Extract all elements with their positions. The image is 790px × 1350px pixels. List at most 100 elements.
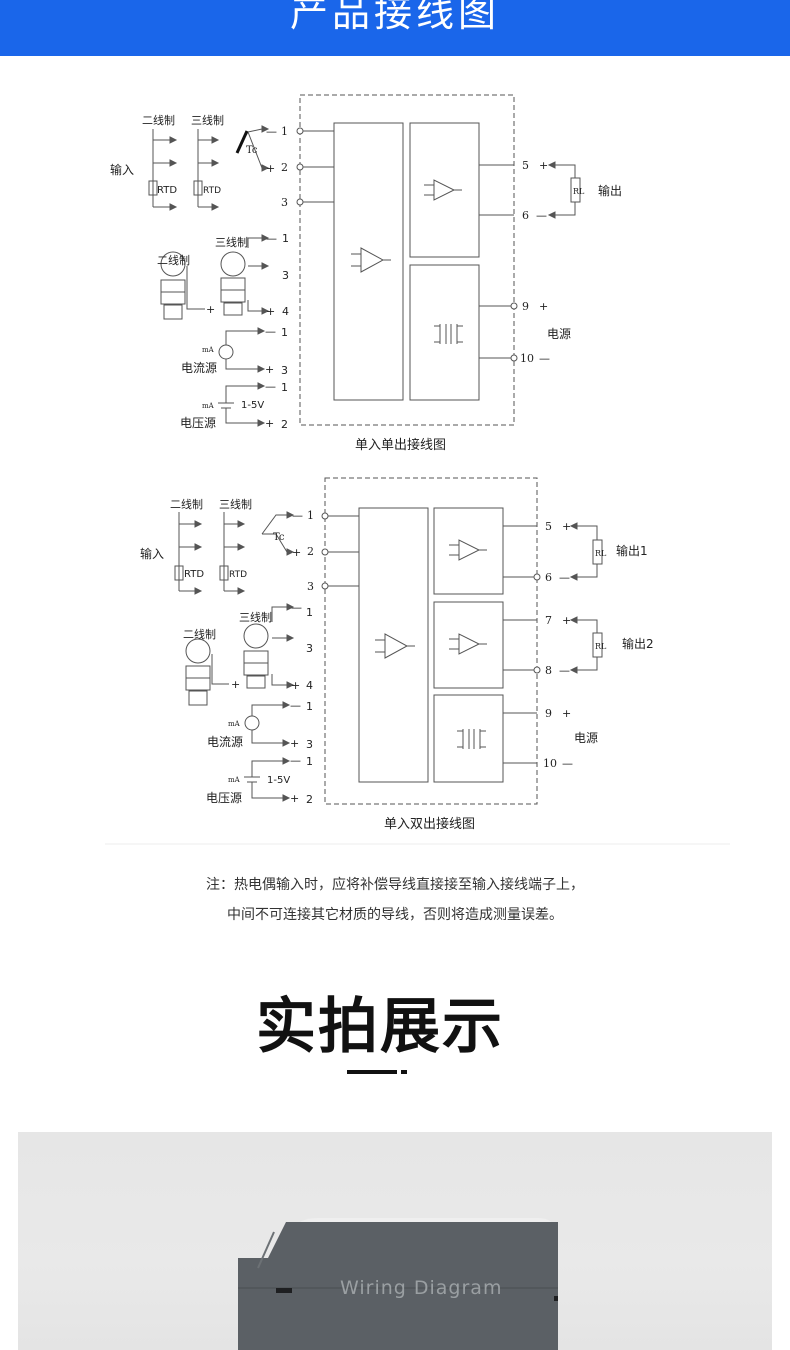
d1-volt-plus: + — [265, 417, 274, 430]
d2-out2-minus: — — [559, 664, 570, 677]
d2-tx-minus: — — [291, 601, 302, 614]
note-line-2: 中间不可连接其它材质的导线，否则将造成测量误差。 — [227, 907, 563, 923]
d2-three-wire-label: 三线制 — [219, 497, 252, 511]
d1-cur-minus: — — [265, 325, 276, 338]
d1-tx-three-wire: 三线制 — [215, 235, 248, 249]
d2-term-cur-1: 1 — [306, 700, 313, 713]
d2-plus-2: + — [292, 546, 301, 559]
d1-tx-minus: — — [266, 232, 277, 245]
d1-two-wire-label: 二线制 — [142, 113, 175, 127]
page-title: 产品接线图 — [289, 0, 500, 35]
d1-minus-1: — — [266, 125, 277, 138]
d1-amp-main — [360, 247, 385, 273]
d1-tx-plus-b: + — [266, 305, 275, 318]
d2-transmitter-3wire — [243, 603, 295, 689]
d2-cur-minus: — — [290, 699, 301, 712]
d2-voltage-source-label: 电压源 — [206, 791, 242, 805]
d2-ma-label-b: mA — [228, 776, 241, 784]
d1-transformer — [439, 324, 458, 344]
d2-rl1-label: RL — [595, 549, 607, 558]
d2-caption: 单入双出接线图 — [384, 816, 475, 832]
d2-tx-two-wire: 二线制 — [183, 627, 216, 641]
d1-term-cur-1: 1 — [281, 326, 288, 339]
d1-pwr-plus: + — [539, 300, 548, 313]
module-label: Wiring Diagram — [340, 1277, 503, 1299]
d2-term-in-2: 2 — [307, 545, 314, 558]
d2-transmitter-2wire — [185, 638, 229, 706]
d1-tx-plus-a: + — [206, 303, 215, 316]
d2-pwr-minus: — — [562, 757, 573, 770]
d2-voltage-range: 1-5V — [267, 775, 290, 786]
d2-term-out-7: 7 — [545, 614, 552, 627]
d2-output1-block — [433, 507, 504, 595]
d1-transmitter-3wire — [220, 234, 270, 316]
d1-enclosure — [299, 94, 515, 426]
d1-term-in-2: 2 — [281, 161, 288, 174]
d1-rtd-label-b: RTD — [203, 186, 221, 196]
wiring-diagram-svg: 输入 二线制 三线制 RTD RTD Tc — 1 + 2 3 5 + 6 — … — [105, 94, 730, 845]
d1-term-tx-3: 3 — [282, 269, 289, 282]
isolator-module: Wiring Diagram — [238, 1218, 578, 1350]
d2-out1-plus: + — [562, 520, 571, 533]
d2-tc-label: Tc — [273, 532, 285, 543]
d1-voltage-range: 1-5V — [241, 400, 264, 411]
d1-term-out-6: 6 — [522, 209, 529, 222]
d1-current-source-symbol — [218, 344, 234, 360]
d1-output-block — [409, 122, 480, 258]
d2-rtd-label-b: RTD — [229, 570, 247, 580]
d2-rtd-label-a: RTD — [184, 569, 204, 580]
d2-term-tx-3: 3 — [306, 642, 313, 655]
d1-power-label: 电源 — [547, 327, 571, 341]
d1-term-pwr-9: 9 — [522, 300, 529, 313]
d2-input-label: 输入 — [140, 546, 164, 561]
d2-input-block — [358, 507, 429, 783]
d2-term-pwr-10: 10 — [543, 757, 557, 770]
d1-ma-label: mA — [202, 346, 215, 354]
d2-term-pwr-9: 9 — [545, 707, 552, 720]
d2-current-source-symbol — [244, 715, 260, 731]
d1-term-pwr-10: 10 — [520, 352, 534, 365]
d2-term-in-1: 1 — [307, 509, 314, 522]
d1-voltage-source-label: 电压源 — [180, 416, 216, 430]
wiring-diagram-area: 输入 二线制 三线制 RTD RTD Tc — 1 + 2 3 5 + 6 — … — [0, 56, 790, 856]
d1-tx-two-wire: 二线制 — [157, 253, 190, 267]
d2-minus-1: — — [292, 509, 303, 522]
d2-output1-label: 输出1 — [616, 543, 648, 558]
d1-output-label: 输出 — [598, 183, 622, 198]
d2-term-out-5: 5 — [545, 520, 552, 533]
header-banner: 产品接线图 — [0, 0, 790, 56]
d1-term-volt-1: 1 — [281, 381, 288, 394]
d1-out-plus: + — [539, 159, 548, 172]
diagram1 — [148, 94, 581, 427]
wiring-note: 注：热电偶输入时，应将补偿导线直接接至输入接线端子上， 中间不可连接其它材质的导… — [0, 870, 790, 930]
d1-current-source-label: 电流源 — [181, 361, 217, 375]
d2-volt-minus: — — [290, 754, 301, 767]
d2-voltage-source-symbol — [244, 776, 260, 783]
d1-power-block — [409, 264, 480, 401]
d2-volt-plus: + — [290, 792, 299, 805]
d1-term-tx-1: 1 — [282, 232, 289, 245]
d1-term-cur-3: 3 — [281, 364, 288, 377]
d2-tx-plus-a: + — [231, 678, 240, 691]
d1-volt-minus: — — [265, 380, 276, 393]
d2-transformer — [462, 729, 481, 749]
d2-power-label: 电源 — [574, 731, 598, 745]
d1-cur-plus: + — [265, 363, 274, 376]
d2-out2-plus: + — [562, 614, 571, 627]
d1-three-wire-label: 三线制 — [191, 113, 224, 127]
d2-amp-main — [384, 633, 409, 659]
d2-term-tx-4: 4 — [306, 679, 313, 692]
d2-ma-label: mA — [228, 720, 241, 728]
photo-section-title: 实拍展示 — [256, 992, 504, 1062]
d1-out-minus: — — [536, 209, 547, 222]
d1-input-label: 输入 — [110, 162, 134, 177]
d1-term-out-5: 5 — [522, 159, 529, 172]
d1-tc-label: Tc — [246, 145, 258, 156]
d2-current-source-label: 电流源 — [207, 735, 243, 749]
d2-output2-block — [433, 601, 504, 689]
d1-ma-label-b: mA — [202, 402, 215, 410]
diagram2 — [174, 477, 603, 805]
d2-term-volt-1: 1 — [306, 755, 313, 768]
d2-term-out-8: 8 — [545, 664, 552, 677]
d2-tx-plus-b: + — [291, 679, 300, 692]
